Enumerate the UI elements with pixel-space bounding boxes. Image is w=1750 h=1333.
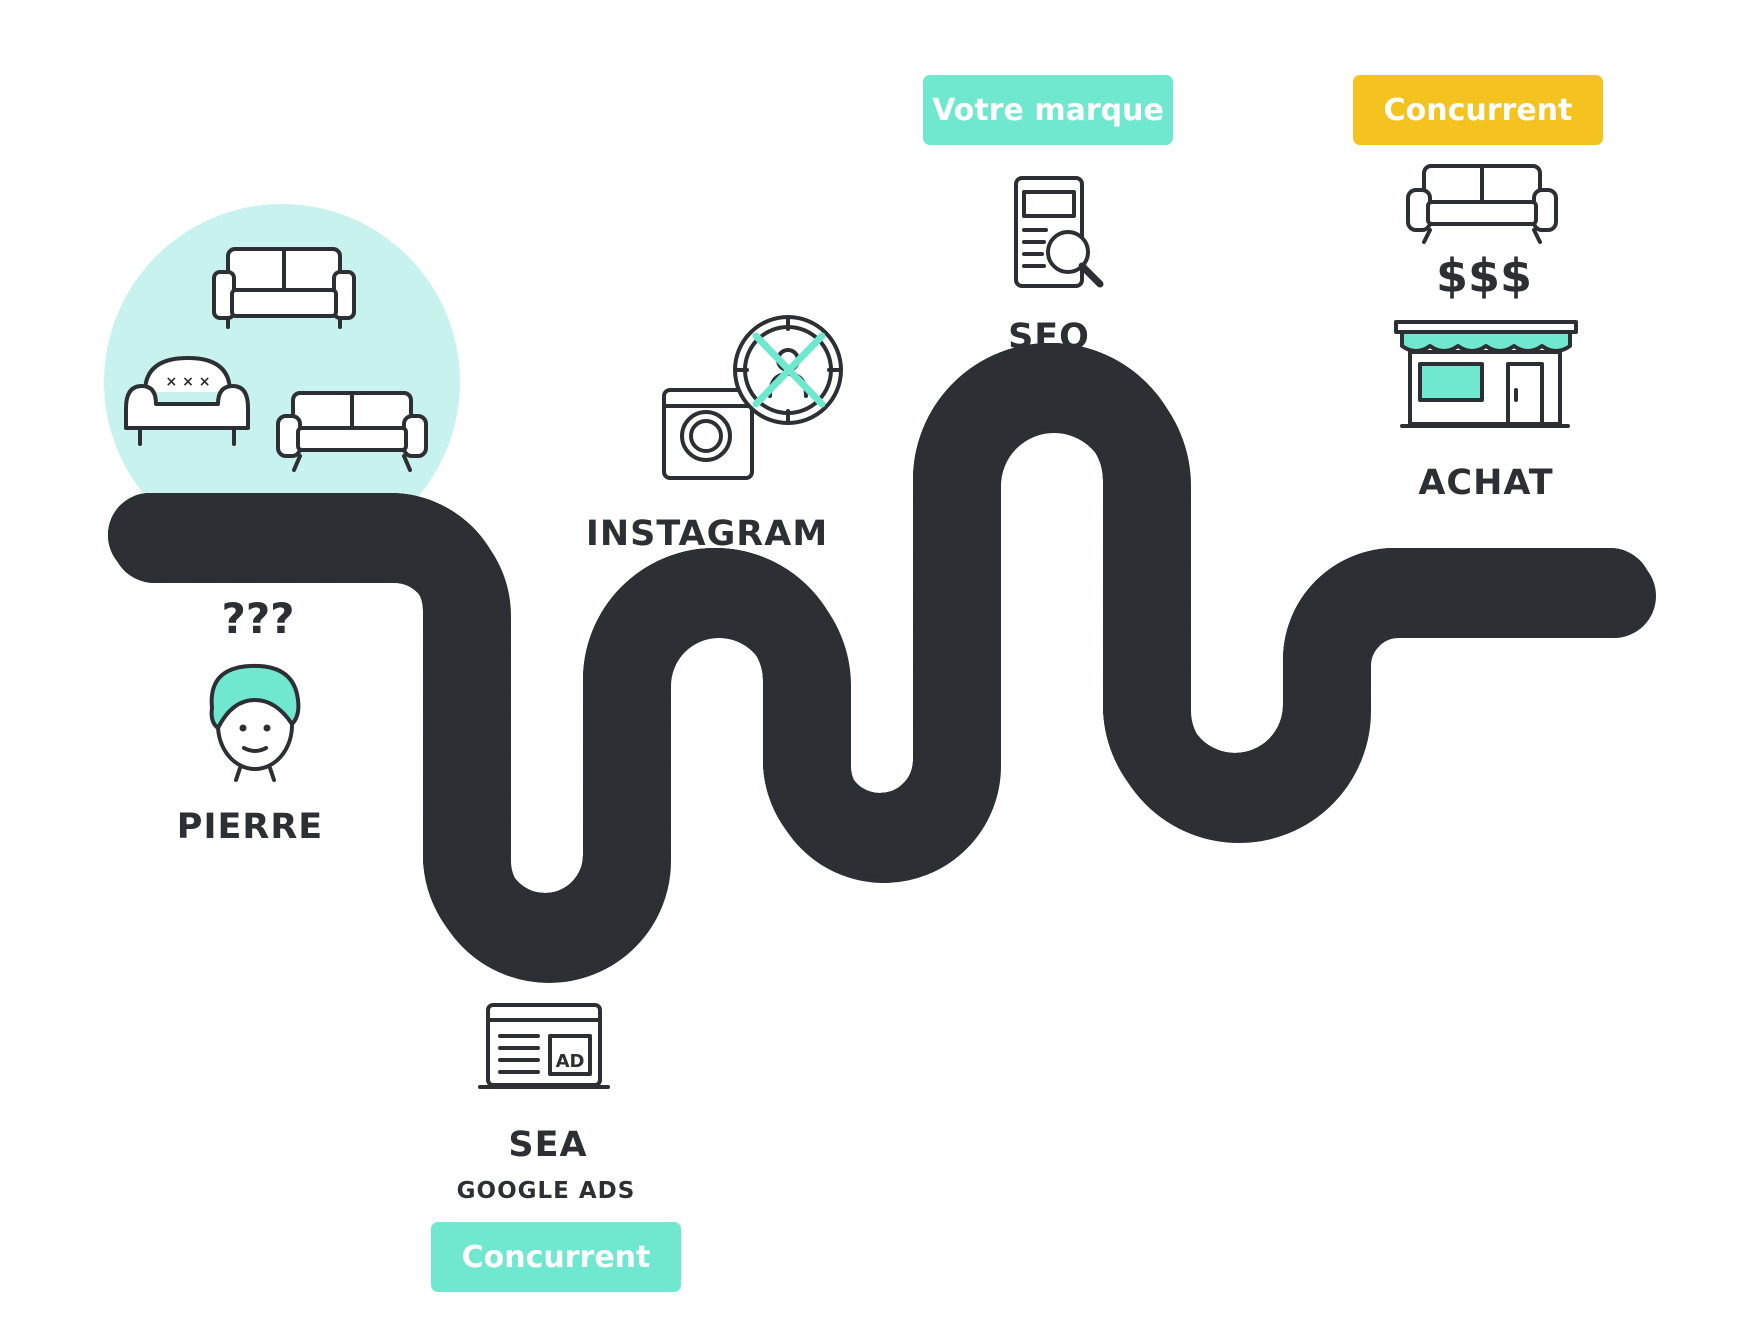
badge-votre-marque: Votre marque: [923, 75, 1173, 145]
confused-person-icon: ???: [209, 594, 301, 782]
label-pierre: PIERRE: [177, 807, 323, 847]
storefront-icon: [1394, 320, 1578, 428]
camera-target-icon: [662, 315, 843, 480]
couch-icon: [276, 391, 428, 472]
badge-concurrent-sea: Concurrent: [431, 1222, 681, 1292]
svg-text:AD: AD: [556, 1051, 585, 1072]
armchair-icon: × × ×: [124, 356, 250, 446]
badge-concurrent-achat: Concurrent: [1353, 75, 1603, 145]
label-sea: SEA: [508, 1125, 587, 1165]
winding-road: [108, 385, 1614, 941]
dollar-icon: $$$: [1436, 249, 1532, 303]
sofa-icon: [212, 247, 356, 329]
label-achat: ACHAT: [1418, 463, 1553, 503]
label-instagram: INSTAGRAM: [586, 514, 828, 554]
label-google-ads: GOOGLE ADS: [457, 1178, 636, 1204]
label-seo: SEO: [1008, 317, 1090, 357]
laptop-ad-icon: AD: [478, 1003, 610, 1089]
sofa-group-circle: [104, 204, 460, 560]
document-search-icon: [1014, 176, 1104, 288]
sofa-icon: [1406, 164, 1558, 244]
svg-text:???: ???: [221, 594, 294, 643]
svg-text:× × ×: × × ×: [166, 374, 211, 390]
